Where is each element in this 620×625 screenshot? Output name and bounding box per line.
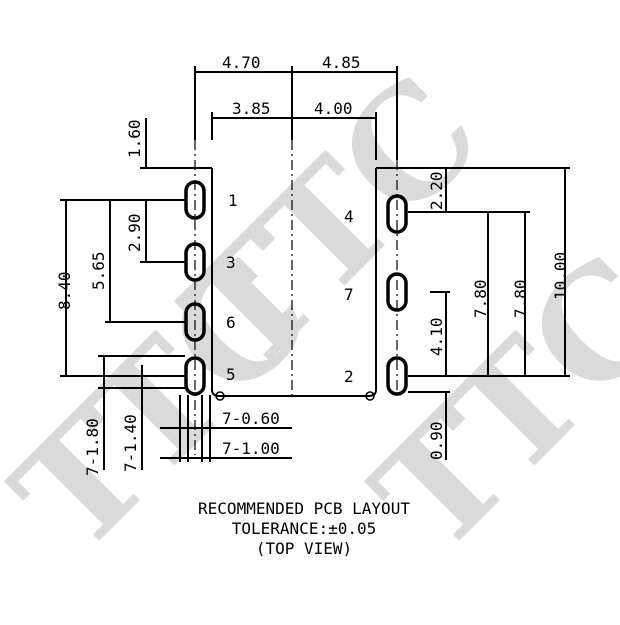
dim-top-right-inner: 4.00: [314, 99, 353, 118]
bottom-dimensions: [160, 395, 292, 462]
right-dimensions: [376, 167, 570, 460]
pin-label-5: 5: [226, 365, 236, 384]
corner-mark-left: [215, 391, 225, 401]
dim-pad-len-b: 7-1.40: [121, 414, 140, 472]
dim-top-left-outer: 4.70: [222, 53, 261, 72]
dim-right-top: 2.20: [427, 171, 446, 210]
dim-slot-width: 7-0.60: [222, 409, 280, 428]
pad-7: [386, 272, 408, 312]
centerlines: [194, 140, 398, 455]
dim-top-left-inner: 3.85: [232, 99, 271, 118]
dim-right-bottom: 0.90: [427, 421, 446, 460]
top-dimensions: [194, 66, 398, 160]
dim-left-total: 8.40: [55, 271, 74, 310]
pad-3: [184, 242, 206, 282]
pin-label-2: 2: [344, 367, 354, 386]
pin-label-6: 6: [226, 313, 236, 332]
dim-right-780b: 7.80: [511, 279, 530, 318]
dim-right-410: 4.10: [427, 317, 446, 356]
pads: [184, 180, 408, 396]
dim-right-total: 10.00: [551, 252, 570, 300]
dim-hole-diameter: 7-1.00: [222, 439, 280, 458]
dim-left-pitch-1-6: 5.65: [89, 251, 108, 290]
corner-mark-right: [365, 391, 375, 401]
caption-title: RECOMMENDED PCB LAYOUT: [198, 499, 410, 518]
caption-tolerance: TOLERANCE:±0.05: [232, 519, 377, 538]
pad-6: [184, 302, 206, 342]
pad-4: [386, 194, 408, 234]
pin-label-1: 1: [228, 191, 238, 210]
pad-2: [386, 356, 408, 396]
pad-1: [184, 180, 206, 220]
pin-label-7: 7: [344, 285, 354, 304]
pin-label-4: 4: [344, 207, 354, 226]
dim-top-right-outer: 4.85: [322, 53, 361, 72]
caption-view: (TOP VIEW): [256, 539, 352, 558]
left-dimensions: [60, 118, 212, 470]
dim-right-780a: 7.80: [471, 279, 490, 318]
dim-left-pitch-1-3: 2.90: [125, 213, 144, 252]
dim-left-top-gap: 1.60: [125, 119, 144, 158]
pin-label-3: 3: [226, 253, 236, 272]
pad-5: [184, 356, 206, 396]
dim-pad-len-a: 7-1.80: [83, 418, 102, 476]
